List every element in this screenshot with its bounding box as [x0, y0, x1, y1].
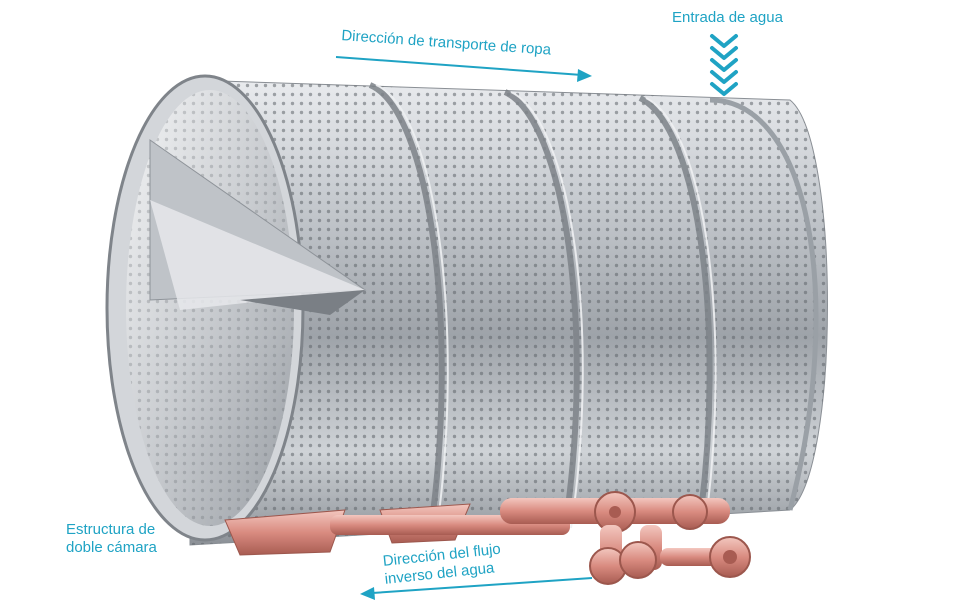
water-inlet-label: Entrada de agua [672, 9, 783, 26]
arrow-right-icon [335, 56, 592, 82]
double-chamber-label: Estructura de doble cámara [66, 521, 157, 557]
arrow-left-icon [360, 577, 593, 600]
reverse-flow-pipes [500, 491, 751, 585]
double-chamber-label-line2: doble cámara [66, 539, 157, 556]
chevrons-down-icon [710, 34, 738, 96]
drum-rings [368, 82, 713, 536]
double-chamber-label-line1: Estructura de [66, 521, 156, 538]
drum-rear-rim [709, 97, 819, 511]
